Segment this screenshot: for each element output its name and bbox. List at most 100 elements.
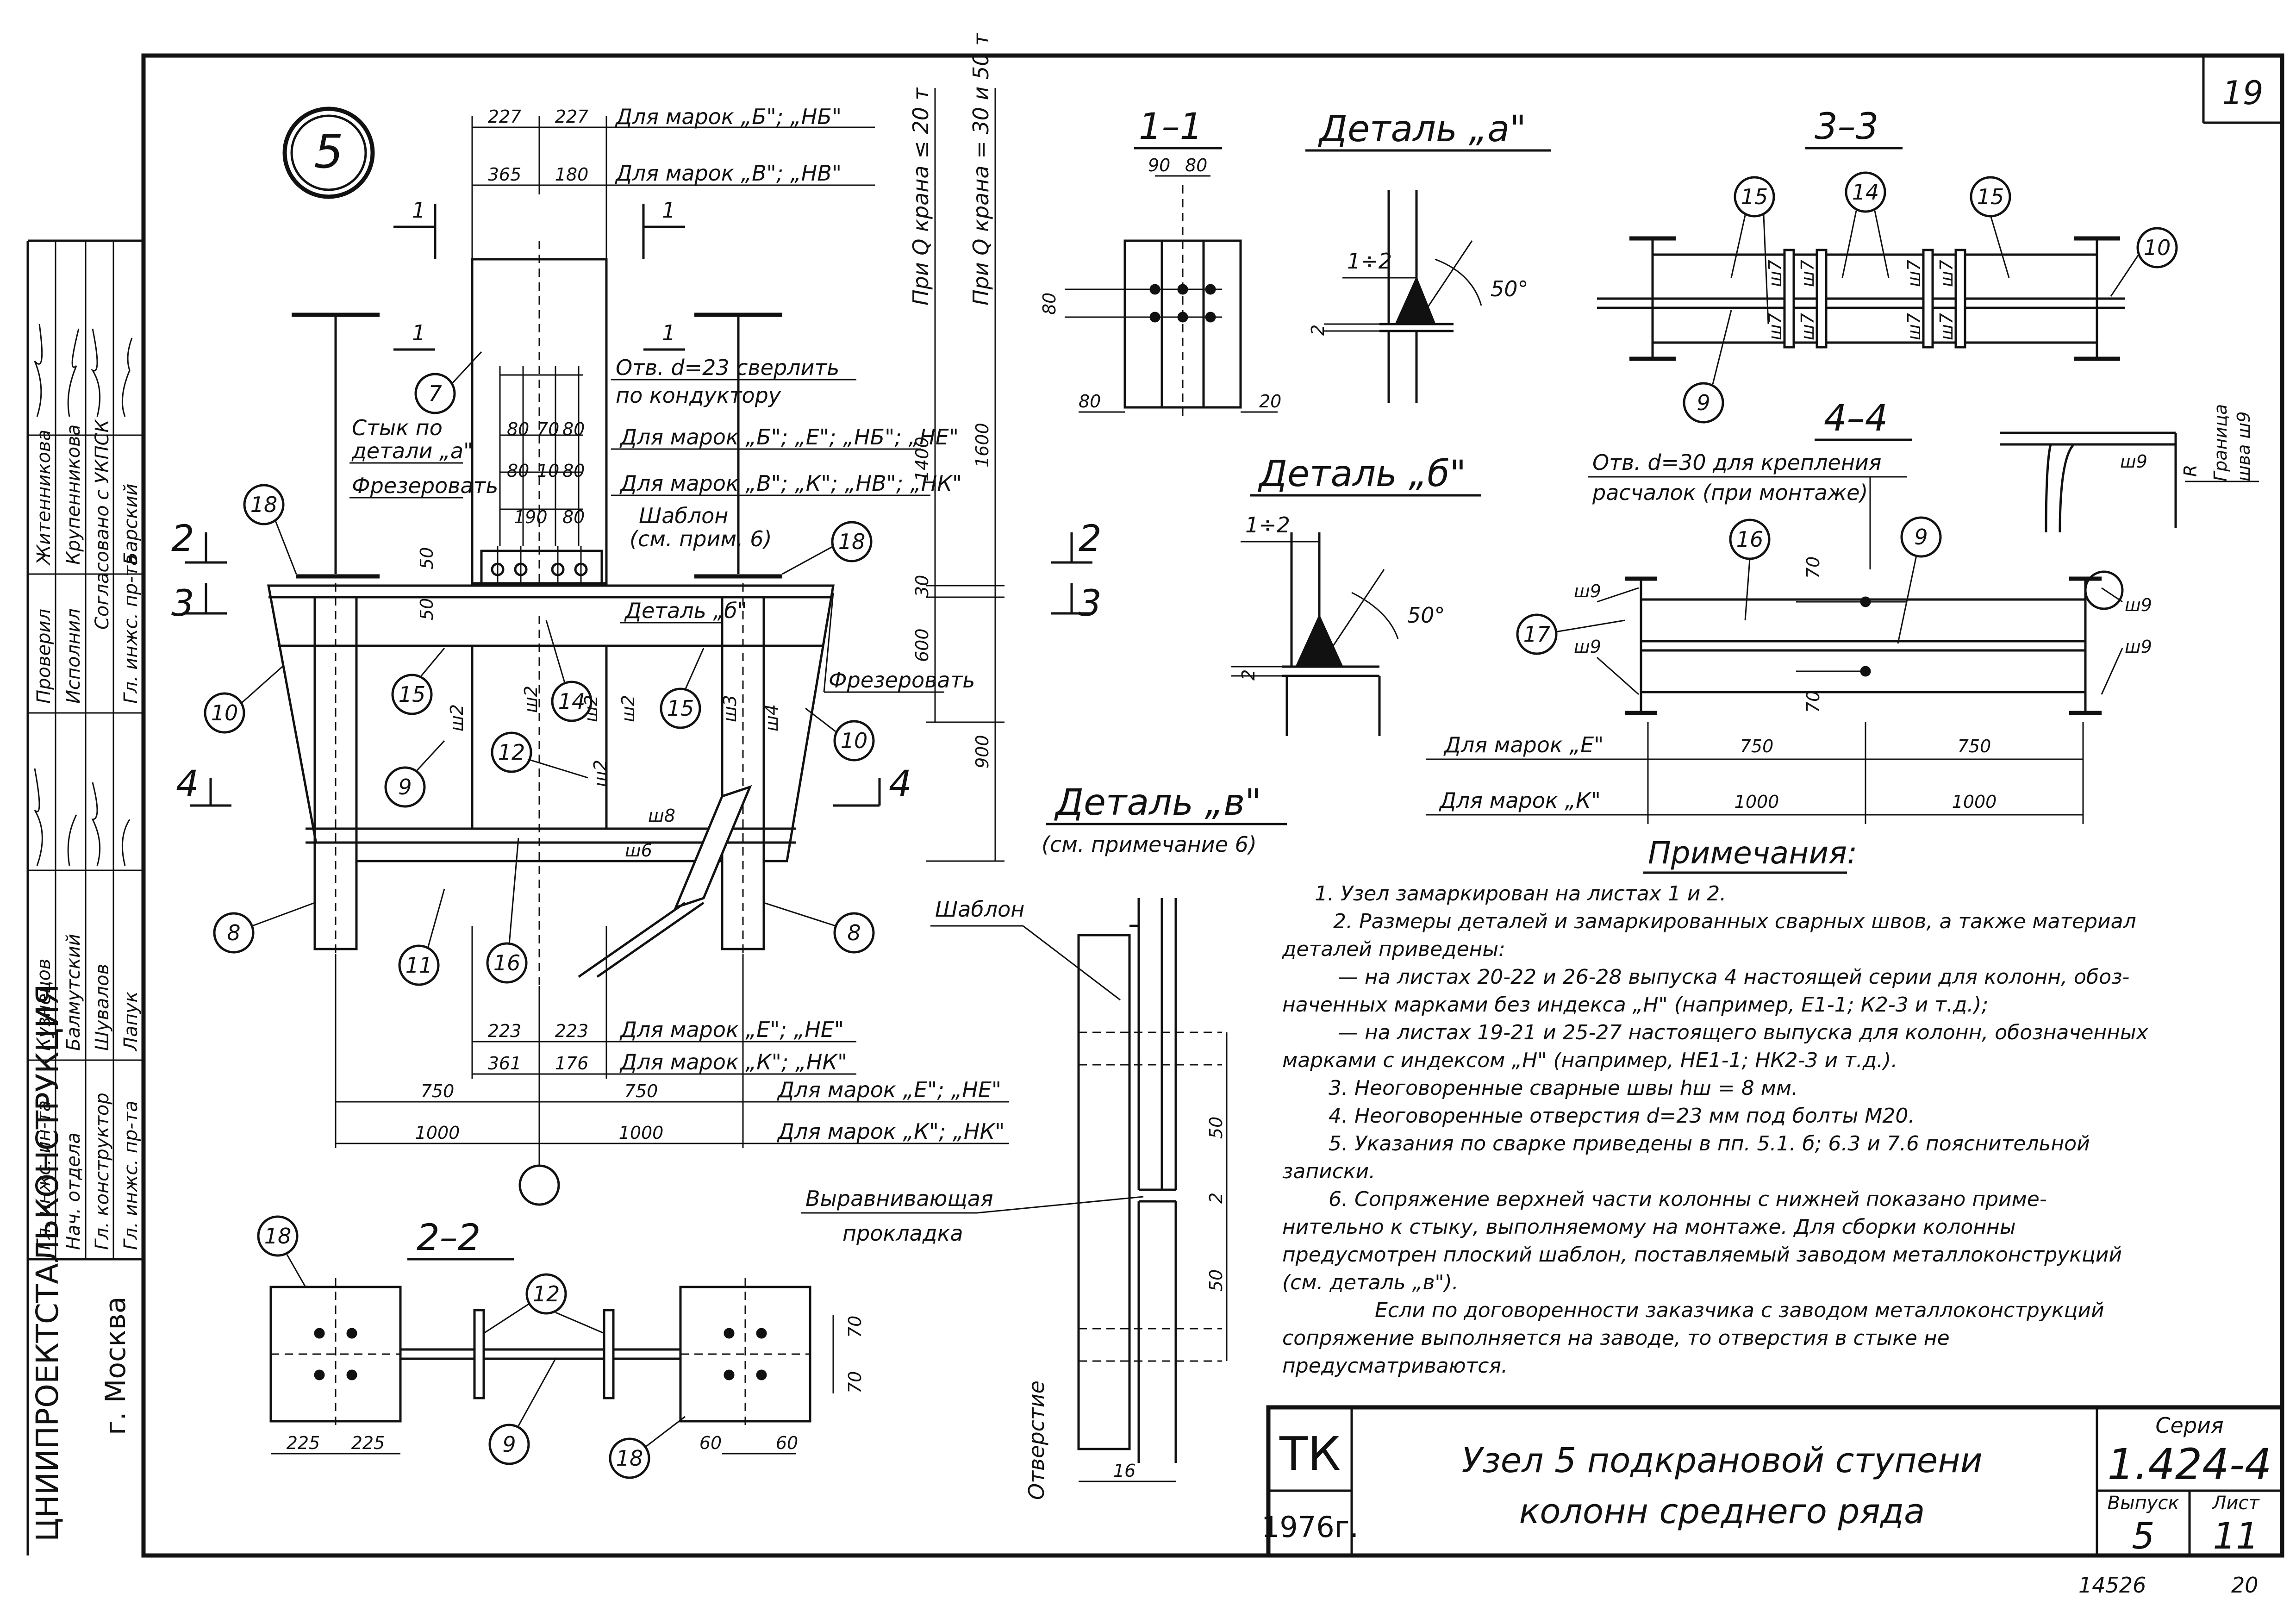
sec44-hole-note-2: расчалок (при монтаже) [1592, 480, 1868, 505]
sec22-dim-70b: 70 [845, 1371, 865, 1393]
sec33-weld-6: ш7 [1797, 313, 1818, 340]
section-mark-1c: 1 [412, 320, 425, 345]
detail-b-title: Деталь „б" [1258, 453, 1466, 495]
detail-v-dim-16: 16 [1113, 1461, 1136, 1481]
tb-series: 1.424-4 [2107, 1440, 2271, 1489]
strip-org: ЦНИИПРОЕКТСТАЛЬКОНСТРУКЦИЯ [30, 984, 65, 1542]
dim-750-2: 750 [624, 1081, 658, 1101]
note-line-4: наченных марками без индекса „Н" (наприм… [1282, 993, 1988, 1017]
dim-top-b-1: 227 [488, 106, 522, 127]
section-mark-2b: 2 [1079, 518, 1102, 560]
callout-8b: 8 [847, 920, 861, 945]
sec33-weld-7: ш7 [1904, 313, 1924, 340]
strip-name-5: Житенникова [33, 430, 55, 566]
detail-b-angle: 50° [1407, 603, 1445, 628]
note-line-12: нительно к стыку, выполняемому на монтаж… [1282, 1215, 2016, 1239]
strip-name-2: Балмутский [63, 934, 84, 1051]
callout-16: 16 [493, 950, 521, 975]
sec44-weld-3: ш9 [2125, 595, 2152, 615]
sec33-callout-9: 9 [1697, 390, 1710, 415]
sec44-row-e-label: Для марок „Е" [1443, 732, 1603, 757]
sec44-callout-17: 17 [1523, 622, 1551, 647]
tb-year: 1976г. [1261, 1510, 1359, 1544]
sec33-callout-15a: 15 [1741, 184, 1768, 209]
weld-label-2: ш2 [521, 686, 541, 713]
section-mark-1b: 1 [662, 198, 675, 223]
sec33-weld-3: ш7 [1904, 260, 1924, 287]
label-bot-e: Для марок „Е"; „НЕ" [619, 1017, 844, 1042]
dim-bot-e-1: 223 [488, 1021, 522, 1041]
weld-label-6: ш3 [720, 695, 740, 722]
detail-v: Деталь „в" (см. примечание 6) Шаблон Выр… [801, 782, 1287, 1500]
detail-v-dim-50b: 50 [1206, 1269, 1226, 1292]
weld-boundary-detail: ш9 R Граница шва ш9 [2000, 404, 2259, 533]
detail-b-gap: 2 [1238, 669, 1259, 681]
note-line-1: 2. Размеры деталей и замаркированных сва… [1333, 910, 2136, 933]
section-mark-2a: 2 [171, 518, 194, 560]
section-mark-1d: 1 [662, 320, 675, 345]
tb-code: ТК [1279, 1427, 1341, 1481]
small-dim-50a: 50 [417, 547, 437, 569]
footer-sheet: 20 [2231, 1573, 2259, 1598]
detail-v-dim-2: 2 [1206, 1193, 1226, 1204]
note-line-16: сопряжение выполняется на заводе, то отв… [1282, 1326, 1950, 1350]
joint-note-1: Стык по [352, 415, 443, 440]
sheet-border [141, 53, 2284, 1558]
label-top-b: Для марок „Б"; „НБ" [615, 104, 842, 129]
section-1-1-title: 1–1 [1139, 106, 1203, 148]
weld-label-4: ш2 [618, 695, 638, 722]
strip-name-3: Шувалов [92, 964, 113, 1051]
weld-detail-dim: R [2180, 465, 2201, 477]
section-2-2: 2–2 225 225 60 60 70 70 18 12 9 18 [257, 1215, 865, 1479]
note-line-2: деталей приведены: [1282, 937, 1505, 961]
callout-18a: 18 [250, 492, 278, 517]
tb-issue: 5 [2132, 1516, 2155, 1557]
callout-12: 12 [498, 740, 525, 765]
sec44-row-e-dim-1: 750 [1740, 736, 1774, 756]
strip-role-0: Гл. инжс. пр-та [120, 554, 142, 704]
detail-a-title: Деталь „а" [1318, 108, 1526, 150]
detail-b: Деталь „б" 50° 1÷2 2 [1231, 453, 1481, 736]
sec33-weld-8: ш7 [1936, 313, 1957, 340]
sec44-dim-70b: 70 [1803, 691, 1823, 713]
height-dim-1600: 1600 [972, 423, 992, 468]
label-top-v: Для марок „В"; „НВ" [615, 161, 842, 186]
dim-bot-k-2: 176 [555, 1053, 589, 1074]
sec44-row-k-label: Для марок „К" [1439, 788, 1601, 813]
note-line-5: — на листах 19-21 и 25-27 настоящего вып… [1338, 1021, 2149, 1044]
note-line-14: (см. деталь „в"). [1282, 1271, 1459, 1294]
section-3-3: 3–3 ш7 ш7 ш7 ш7 ш7 ш7 ш7 ш7 15 14 15 10 … [1597, 106, 2178, 424]
sec44-weld-4: ш9 [2125, 637, 2152, 657]
sec33-weld-1: ш7 [1765, 260, 1785, 287]
bolt-dim-7: 190 [514, 507, 548, 527]
sec22-dim-60b: 60 [776, 1433, 798, 1453]
note-line-6: марками с индексом „Н" (например, НЕ1-1;… [1282, 1049, 1897, 1072]
note-line-9: 5. Указания по сварке приведены в пп. 5.… [1329, 1132, 2090, 1156]
tb-sheet: 11 [2213, 1516, 2259, 1557]
notes-heading: Примечания: [1648, 835, 1857, 871]
signature-scribble-2 [34, 768, 131, 866]
label-750: Для марок „Е"; „НЕ" [777, 1077, 1001, 1102]
sec44-hole-note-1: Отв. d=30 для крепления [1592, 450, 1881, 475]
section-4-4: 4–4 Отв. d=30 для крепления расчалок (пр… [1426, 398, 2152, 824]
sec33-weld-2: ш7 [1797, 260, 1818, 287]
section-mark-4b: 4 [889, 763, 912, 805]
sec44-callout-9: 9 [1914, 525, 1928, 550]
callout-10b: 10 [841, 728, 868, 753]
sec44-dim-70a: 70 [1803, 556, 1823, 579]
label-bot-k: Для марок „К"; „НК" [619, 1049, 847, 1074]
callout-14: 14 [558, 689, 586, 714]
bolt-dim-4: 80 [507, 461, 529, 481]
dim-1000-2: 1000 [619, 1123, 664, 1143]
bolt-dim-1: 80 [507, 419, 529, 439]
dim-1000-1: 1000 [415, 1123, 460, 1143]
detail-a-gap: 2 [1308, 325, 1328, 336]
sec33-callout-15b: 15 [1977, 184, 2004, 209]
dim-750-1: 750 [421, 1081, 455, 1101]
bolt-dim-6: 80 [562, 461, 585, 481]
callout-8a: 8 [227, 920, 240, 945]
marks-line-2: Для марок „В"; „К"; „НВ"; „НК" [619, 471, 962, 496]
callout-11: 11 [406, 953, 433, 978]
sec44-weld-2: ш9 [1574, 637, 1601, 657]
